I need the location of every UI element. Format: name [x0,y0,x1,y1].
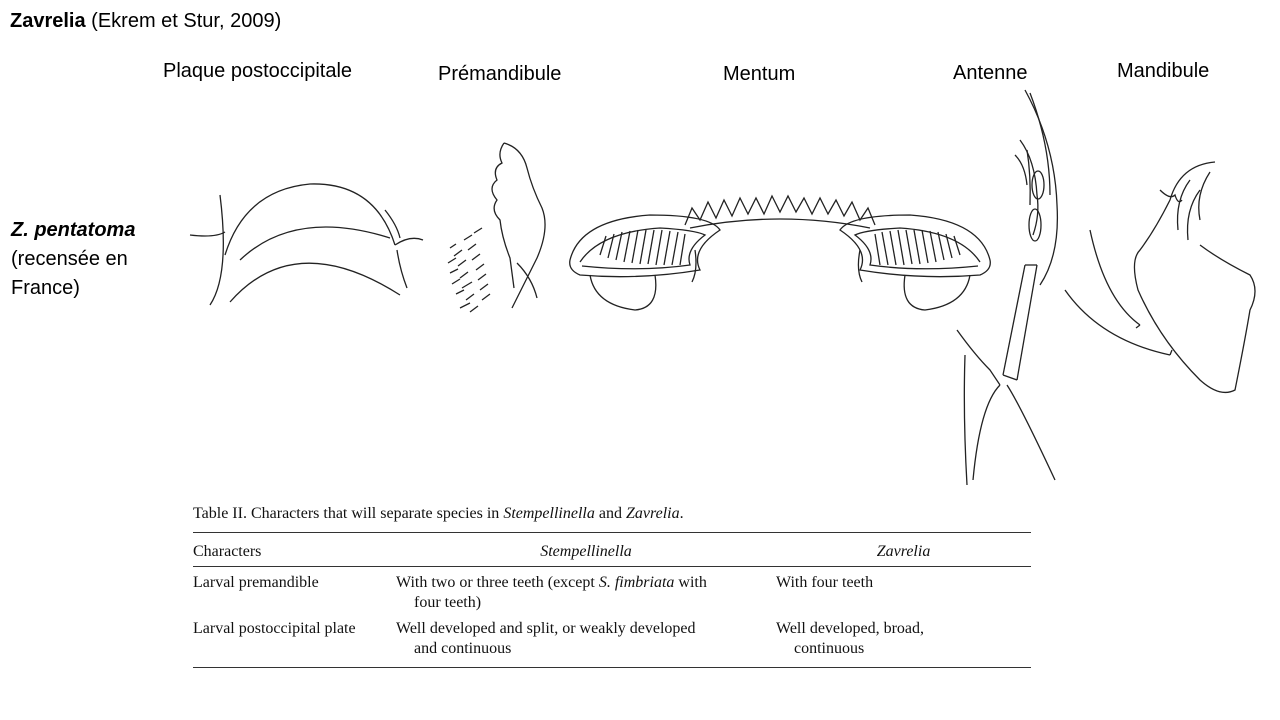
table-row: Larval premandible With two or three tee… [193,567,1031,614]
cell-continuation: and continuous [414,640,512,657]
postoccipital-plate-drawing [189,183,424,306]
label-mandible: Mandibule [1117,60,1210,82]
header-characters: Characters [193,532,396,567]
cell-text: With four teeth [776,574,874,591]
species-name: Z. pentatoma [11,219,136,241]
label-mentum: Mentum [723,63,796,85]
row-character: Larval premandible [193,574,319,591]
header-stempellinella: Stempellinella [396,532,776,567]
mandible-drawing [1064,161,1256,394]
table-row: Larval postoccipital plate Well develope… [193,613,1031,668]
cell-text: Well developed, broad, [776,620,924,637]
row-stempellinella: With two or three teeth (except S. fimbr… [396,567,776,614]
row-stempellinella: Well developed and split, or weakly deve… [396,613,776,668]
antenna-drawing [956,89,1059,486]
cell-text: with [674,574,707,591]
label-antenna: Antenne [953,62,1028,84]
caption-end: . [679,505,684,522]
cell-italic: S. fimbriata [598,574,675,591]
row-zavrelia: With four teeth [776,567,1031,614]
premandible-drawing [447,142,546,313]
row-character: Larval postoccipital plate [193,613,396,668]
label-postoccipital: Plaque postoccipitale [163,60,353,82]
species-note-line1: (recensée en [11,248,128,270]
caption-prefix: Table II. Characters that will separate … [193,505,504,522]
table-header-row: Characters Stempellinella Zavrelia [193,532,1031,567]
caption-genus1: Stempellinella [503,505,595,522]
species-label: Z. pentatoma (recensée en France) [11,216,135,303]
cell-text: Well developed and split, or weakly deve… [396,620,696,637]
page-title: Zavrelia (Ekrem et Stur, 2009) [10,10,281,33]
table-body: Characters Stempellinella Zavrelia Larva… [193,532,1031,668]
row-zavrelia: Well developed, broad, continuous [776,613,1031,668]
cell-continuation: four teeth) [414,594,482,611]
caption-genus2: Zavrelia [625,505,680,522]
mentum-drawing [569,194,991,311]
genus-name: Zavrelia [10,10,86,32]
label-premandible: Prémandibule [438,63,562,85]
citation: (Ekrem et Stur, 2009) [85,10,282,32]
header-zavrelia: Zavrelia [776,532,1031,567]
table-caption: Table II. Characters that will separate … [193,505,1031,523]
species-note-line2: France) [11,277,80,299]
caption-and: and [594,505,626,522]
characters-table: Table II. Characters that will separate … [193,505,1031,668]
cell-text: With two or three teeth (except [396,574,599,591]
cell-continuation: continuous [794,640,865,657]
